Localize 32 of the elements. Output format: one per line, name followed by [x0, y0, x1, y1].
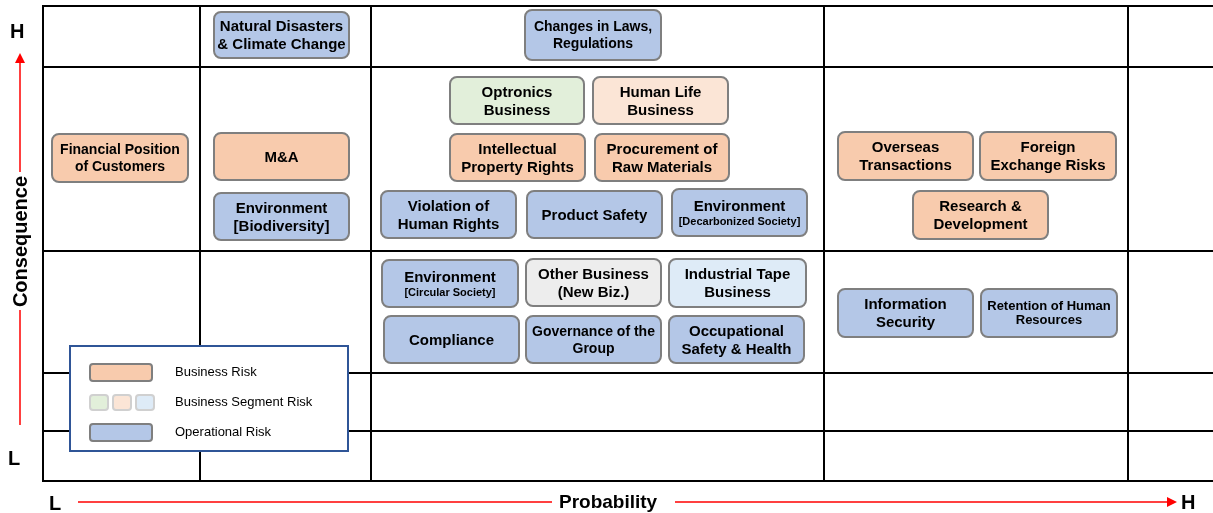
- operational-risk-box: Product Safety: [526, 190, 663, 239]
- operational-risk-box: Environment [Circular Society]: [381, 259, 519, 308]
- business-risk-box: Intellectual Property Rights: [449, 133, 586, 182]
- legend-label: Business Risk: [175, 364, 257, 379]
- operational-risk-box: Compliance: [383, 315, 520, 364]
- operational-risk-box: Environment [Decarbonized Society]: [671, 188, 808, 237]
- axis-title: Consequence: [8, 175, 32, 307]
- operational-risk-box: Natural Disasters & Climate Change: [213, 11, 350, 59]
- operational-risk-box: Changes in Laws, Regulations: [524, 9, 662, 61]
- business-risk-box: Research & Development: [912, 190, 1049, 240]
- legend-label: Business Segment Risk: [175, 394, 313, 409]
- segment-risk-box: Optronics Business: [449, 76, 585, 125]
- business-risk-box: Procurement of Raw Materials: [594, 133, 730, 182]
- business-risk-box: M&A: [213, 132, 350, 181]
- segment-risk-box: Human Life Business: [592, 76, 729, 125]
- business-risk-box: Overseas Transactions: [837, 131, 974, 181]
- segment-risk-box: Industrial Tape Business: [668, 258, 807, 308]
- legend-label: Operational Risk: [175, 424, 272, 439]
- operational-risk-box: Violation of Human Rights: [380, 190, 517, 239]
- axis-label: H: [1181, 491, 1196, 513]
- axis-title: Probability: [559, 491, 658, 513]
- operational-risk-box: Governance of the Group: [525, 315, 662, 364]
- axis-label: H: [10, 20, 25, 43]
- business-risk-box: Foreign Exchange Risks: [979, 131, 1117, 181]
- segment-risk-box: Other Business (New Biz.): [525, 258, 662, 307]
- operational-risk-box: Environment [Biodiversity]: [213, 192, 350, 241]
- operational-risk-box: Retention of Human Resources: [980, 288, 1118, 338]
- axis-label: L: [49, 492, 62, 513]
- operational-risk-box: Information Security: [837, 288, 974, 338]
- operational-risk-box: Occupational Safety & Health: [668, 315, 805, 364]
- business-risk-box: Financial Position of Customers: [51, 133, 189, 183]
- axis-label: L: [8, 447, 21, 470]
